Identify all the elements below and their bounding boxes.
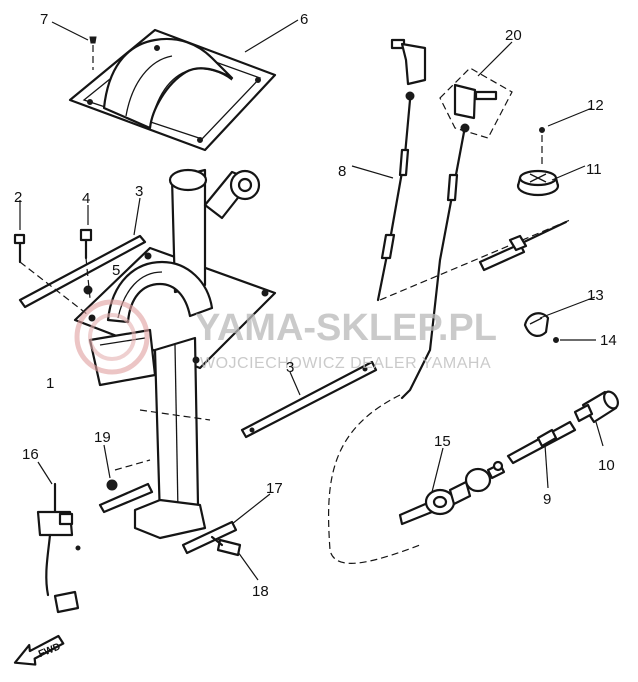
part-14-pin: [553, 337, 559, 343]
cable-fitting: [478, 220, 568, 272]
part-2-bolt: [13, 233, 26, 264]
watermark-sub-text: WOJCIECHOWICZ DEALER YAMAHA: [200, 355, 491, 372]
part-4-bolt: [79, 228, 93, 295]
leader-lines: [19, 19, 604, 581]
callout-13: 13: [587, 287, 604, 304]
part-3-plate-lower: [240, 360, 378, 439]
callout-5: 5: [112, 262, 120, 279]
callout-18: 18: [252, 583, 269, 600]
watermark-logo: [74, 299, 150, 375]
callout-numbers: 7 6 2 3 4 5 1 3 8 20 12 11 13 14 10 9 15…: [14, 11, 617, 600]
callout-6: 6: [300, 11, 308, 28]
callout-4: 4: [82, 190, 90, 207]
part-3-plate-upper: [18, 234, 147, 309]
part-18-bolt: [210, 535, 242, 557]
part-20-cable-end: [400, 67, 513, 400]
part-12-screw: [539, 127, 545, 168]
callout-1: 1: [46, 375, 54, 392]
callout-12: 12: [587, 97, 604, 114]
callout-3-upper: 3: [135, 183, 143, 200]
part-17-plate: [181, 520, 238, 555]
callout-16: 16: [22, 446, 39, 463]
callout-20: 20: [505, 27, 522, 44]
callout-15: 15: [434, 433, 451, 450]
part-7-screw: [89, 36, 97, 70]
part-13-clip: [523, 312, 550, 337]
callout-7: 7: [40, 11, 48, 28]
callout-10: 10: [598, 457, 615, 474]
callout-14: 14: [600, 332, 617, 349]
callout-3-lower: 3: [286, 359, 294, 376]
fwd-arrow: FWD: [13, 634, 65, 666]
callout-2: 2: [14, 189, 22, 206]
part-19-nut: [98, 479, 154, 514]
callout-17: 17: [266, 480, 283, 497]
part-1-control-box: [73, 168, 277, 540]
part-11-knob: [516, 169, 560, 197]
part-6-cover: [68, 28, 277, 152]
callout-19: 19: [94, 429, 111, 446]
callout-11: 11: [586, 161, 602, 178]
part-16-switch: [36, 482, 81, 614]
watermark-main-text: YAMA-SKLEP.PL: [195, 307, 497, 349]
part-10-cylinder: [573, 390, 619, 424]
callout-9: 9: [543, 491, 551, 508]
part-9-shaft: [506, 420, 577, 465]
watermark: YAMA-SKLEP.PL WOJCIECHOWICZ DEALER YAMAH…: [74, 299, 497, 375]
callout-8: 8: [338, 163, 346, 180]
part-15-adapter: [398, 460, 506, 526]
assembly-guides: [19, 219, 571, 564]
part-8-cable: [376, 38, 427, 302]
